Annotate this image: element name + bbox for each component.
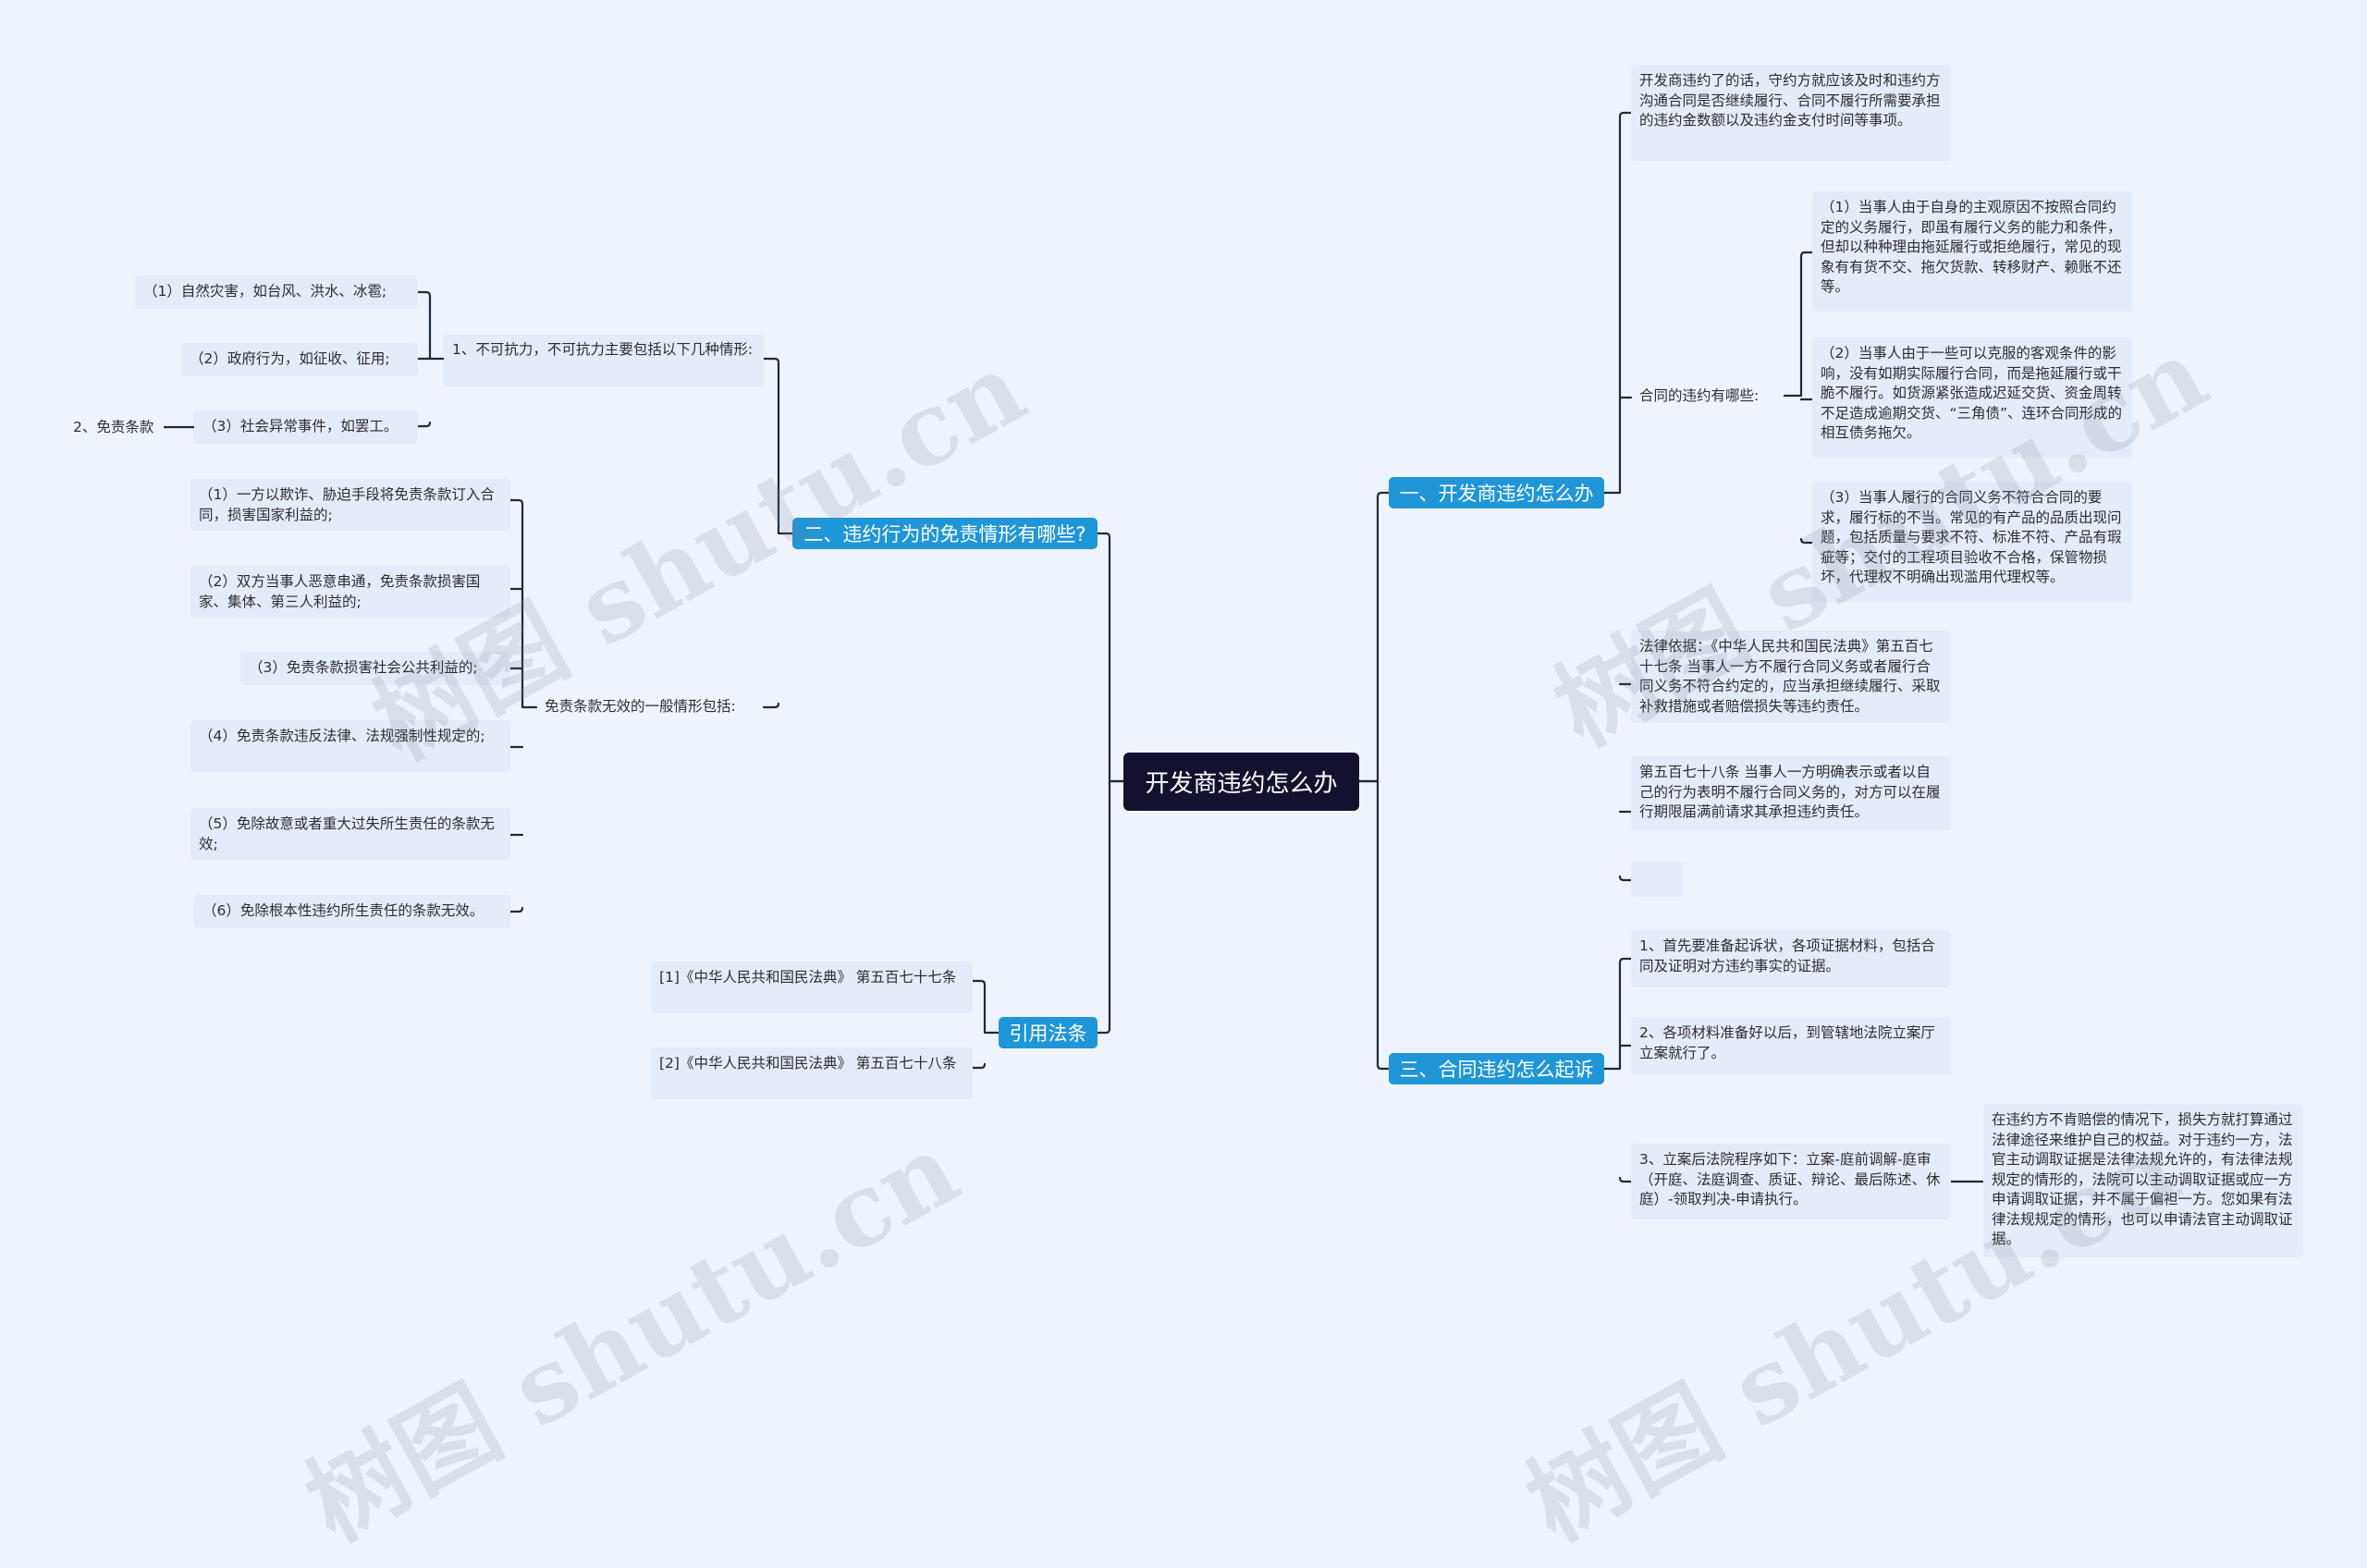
link-b3-children (1602, 957, 1633, 1183)
b2-force-social-event[interactable]: （3）社会异常事件，如罢工。 (194, 410, 418, 444)
b2-exemption-clause-label[interactable]: 2、免责条款 (73, 419, 154, 435)
connector-lines (163, 111, 1985, 1183)
b1-breach-types-label[interactable]: 合同的违约有哪些: (1639, 387, 1760, 404)
b2-invalid-case-4[interactable]: （4）免责条款违反法律、法规强制性规定的; (190, 720, 510, 772)
b1-intro-text[interactable]: 开发商违约了的话，守约方就应该及时和违约方沟通合同是否继续履行、合同不履行所需要… (1631, 65, 1951, 161)
b3-step-1[interactable]: 1、首先要准备起诉状，各项证据材料，包括合同及证明对方违约事实的证据。 (1631, 930, 1951, 987)
b3-step-3[interactable]: 3、立案后法院程序如下：立案-庭前调解-庭审（开庭、法庭调查、质证、辩论、最后陈… (1631, 1144, 1951, 1219)
b2-invalid-case-2[interactable]: （2）双方当事人恶意串通，免责条款损害国家、集体、第三人利益的; (190, 566, 510, 618)
b4-reference-2[interactable]: [2]《中华人民共和国民法典》 第五百七十八条 (651, 1047, 973, 1099)
branch-developer-breach[interactable]: 一、开发商违约怎么办 (1389, 477, 1604, 508)
mindmap-canvas: 开发商违约怎么办 一、开发商违约怎么办 二、违约行为的免责情形有哪些? 三、合同… (73, 65, 2303, 1564)
b2-invalid-case-6[interactable]: （6）免除根本性违约所生责任的条款无效。 (194, 895, 510, 928)
link-b1-children (1602, 111, 1633, 882)
b1-legal-basis-577[interactable]: 法律依据：《中华人民共和国民法典》第五百七十七条 当事人一方不履行合同义务或者履… (1631, 631, 1951, 723)
link-root-b2 (1096, 532, 1125, 783)
b3-step-3-note[interactable]: 在违约方不肯赔偿的情况下，损失方就打算通过法律途径来维护自己的权益。对于违约一方… (1983, 1104, 2303, 1257)
branch-exemption-cases[interactable]: 二、违约行为的免责情形有哪些? (792, 518, 1098, 549)
b2-invalid-cases-label[interactable]: 免责条款无效的一般情形包括: (545, 698, 736, 715)
link-b4-children (971, 979, 1000, 1070)
b2-force-natural-disaster[interactable]: （1）自然灾害，如台风、洪水、冰雹; (135, 276, 418, 309)
link-root-b4 (1096, 779, 1125, 1035)
b1-breach-type-3[interactable]: （3）当事人履行的合同义务不符合合同的要求，履行标的不当。常见的有产品的品质出现… (1812, 482, 2132, 602)
link-b2-children (762, 357, 794, 709)
link-root-b3 (1357, 779, 1391, 1071)
link-force-children (416, 290, 446, 428)
b2-invalid-case-5[interactable]: （5）免除故意或者重大过失所生责任的条款无效; (190, 808, 510, 860)
branch-cited-law[interactable]: 引用法条 (999, 1017, 1098, 1048)
link-root-b1 (1357, 491, 1391, 783)
b1-empty-node[interactable] (1631, 862, 1683, 897)
b4-reference-1[interactable]: [1]《中华人民共和国民法典》 第五百七十七条 (651, 962, 973, 1013)
b1-breach-type-2[interactable]: （2）当事人由于一些可以克服的客观条件的影响，没有如期实际履行合同，而是拖延履行… (1812, 337, 2132, 458)
b1-breach-type-1[interactable]: （1）当事人由于自身的主观原因不按照合同约定的义务履行，即虽有履行义务的能力和条… (1812, 191, 2132, 312)
branch-lawsuit-steps[interactable]: 三、合同违约怎么起诉 (1389, 1053, 1604, 1084)
b2-invalid-case-1[interactable]: （1）一方以欺诈、胁迫手段将免责条款订入合同，损害国家利益的; (190, 479, 510, 531)
b1-legal-basis-578[interactable]: 第五百七十八条 当事人一方明确表示或者以自己的行为表明不履行合同义务的，对方可以… (1631, 756, 1951, 830)
b2-force-government-action[interactable]: （2）政府行为，如征收、征用; (181, 343, 418, 376)
b3-step-2[interactable]: 2、各项材料准备好以后，到管辖地法院立案厅立案就行了。 (1631, 1017, 1951, 1074)
root-topic[interactable]: 开发商违约怎么办 (1123, 753, 1359, 811)
b2-force-majeure-label[interactable]: 1、不可抗力，不可抗力主要包括以下几种情形: (444, 335, 764, 386)
b2-invalid-case-3[interactable]: （3）免责条款损害社会公共利益的; (240, 652, 510, 685)
link-types-children (1783, 251, 1814, 545)
link-invalid-children (509, 498, 538, 913)
